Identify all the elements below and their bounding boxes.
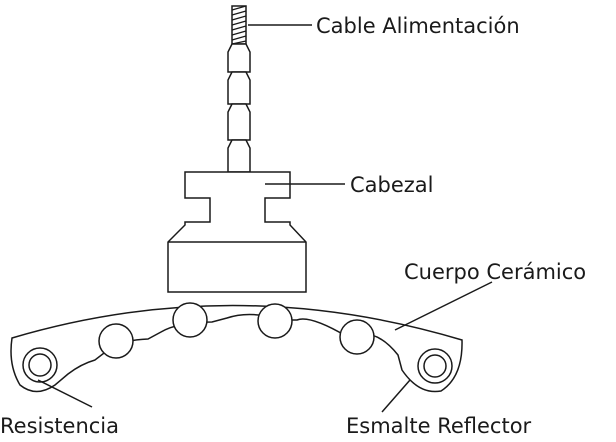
label-cable: Cable Alimentación [316, 14, 520, 38]
leader-enamel [381, 379, 411, 413]
power-cable [227, 5, 251, 173]
label-body: Cuerpo Cerámico [404, 260, 586, 284]
label-enamel: Esmalte Reflector [346, 414, 532, 438]
resistance-coils [22, 302, 453, 384]
label-resistance: Resistencia [0, 414, 119, 438]
ceramic-body [10, 304, 463, 393]
leader-body [394, 281, 493, 331]
leader-resistance [37, 379, 93, 408]
label-head: Cabezal [350, 173, 434, 197]
head-cabezal [167, 171, 307, 293]
